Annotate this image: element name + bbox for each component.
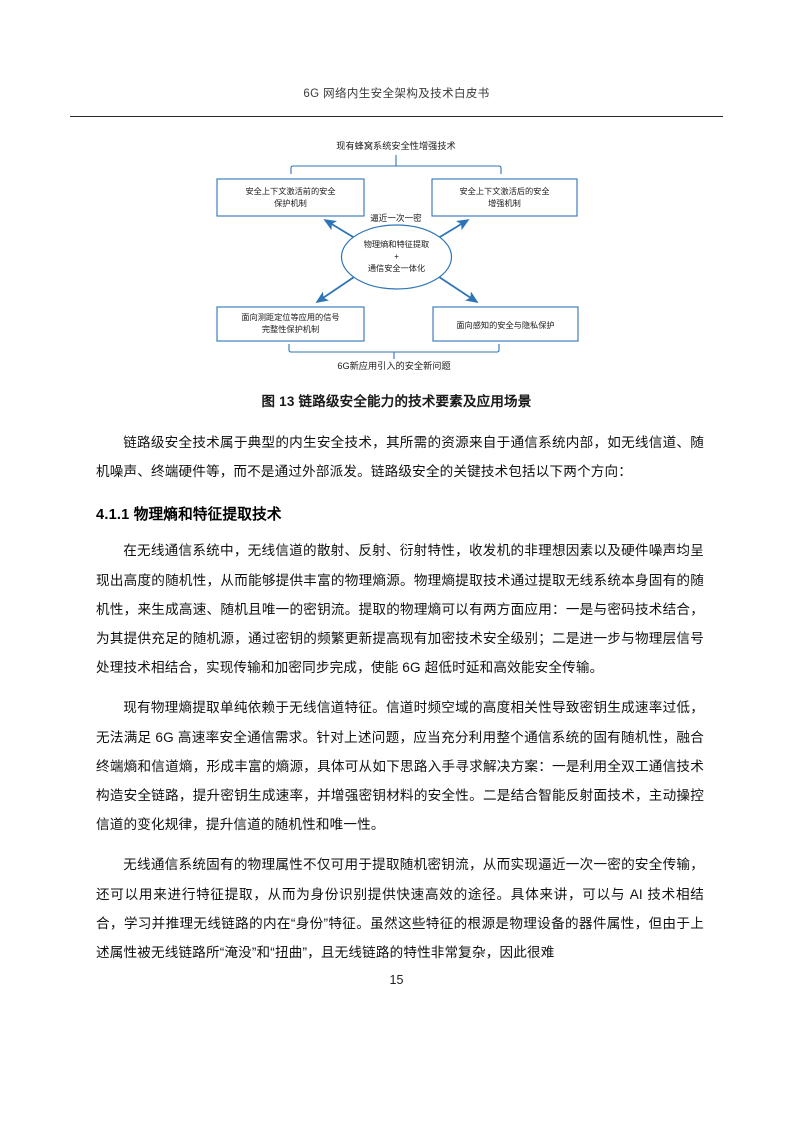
top-bracket <box>290 155 502 174</box>
header-title: 6G 网络内生安全架构及技术白皮书 <box>303 88 490 100</box>
running-header: 6G 网络内生安全架构及技术白皮书 <box>70 86 723 118</box>
paragraph-1: 链路级安全技术属于典型的内生安全技术，其所需的资源来自于通信系统内部，如无线信道… <box>96 435 704 480</box>
page-number: 15 <box>389 973 404 987</box>
bottom-bracket <box>288 344 500 359</box>
diagram-canvas: 现有蜂窝系统安全性增强技术 安全上下文激活前的安全 保护机制 安全上下文激活后的… <box>216 140 579 370</box>
top-bracket-label: 现有蜂窝系统安全性增强技术 <box>336 140 455 151</box>
bottom-bracket-label: 6G新应用引入的安全新问题 <box>337 360 450 370</box>
box-top-left[interactable]: 安全上下文激活前的安全 保护机制 <box>216 178 365 217</box>
box-bottom-left-line1: 面向测距定位等应用的信号 <box>241 312 339 322</box>
page-body: 链路级安全技术属于典型的内生安全技术，其所需的资源来自于通信系统内部，如无线信道… <box>96 428 704 978</box>
center-ellipse-line1: 物理熵和特征提取 <box>364 239 430 249</box>
header-divider <box>70 116 723 117</box>
section-heading-4-1-1: 4.1.1 物理熵和特征提取技术 <box>96 507 282 524</box>
figure-caption: 图 13 链路级安全能力的技术要素及应用场景 <box>261 394 532 409</box>
paragraph-2: 在无线通信系统中，无线信道的散射、反射、衍射特性，收发机的非理想因素以及硬件噪声… <box>96 543 704 676</box>
box-bottom-right-line1: 面向感知的安全与隐私保护 <box>456 320 554 330</box>
box-bottom-right[interactable]: 面向感知的安全与隐私保护 <box>432 306 579 342</box>
box-top-right-line1: 安全上下文激活后的安全 <box>459 186 549 196</box>
box-top-right[interactable]: 安全上下文激活后的安全 增强机制 <box>431 178 578 217</box>
figure-13-diagram: 现有蜂窝系统安全性增强技术 安全上下文激活前的安全 保护机制 安全上下文激活后的… <box>0 130 793 370</box>
center-ellipse-line3: 通信安全一体化 <box>368 263 425 273</box>
edge-label-one-time-pad: 逼近一次一密 <box>370 212 422 223</box>
center-ellipse-line2: + <box>394 252 399 261</box>
box-bottom-left-line2: 完整性保护机制 <box>262 324 319 334</box>
box-top-right-line2: 增强机制 <box>488 198 521 208</box>
box-bottom-left[interactable]: 面向测距定位等应用的信号 完整性保护机制 <box>216 306 365 342</box>
center-ellipse-node[interactable]: 物理熵和特征提取 + 通信安全一体化 <box>340 224 453 290</box>
box-top-left-line2: 保护机制 <box>274 198 307 208</box>
paragraph-3: 现有物理熵提取单纯依赖于无线信道特征。信道时频空域的高度相关性导致密钥生成速率过… <box>96 700 704 833</box>
paragraph-4: 无线通信系统固有的物理属性不仅可用于提取随机密钥流，从而实现逼近一次一密的安全传… <box>96 857 704 961</box>
box-top-left-line1: 安全上下文激活前的安全 <box>245 186 335 196</box>
